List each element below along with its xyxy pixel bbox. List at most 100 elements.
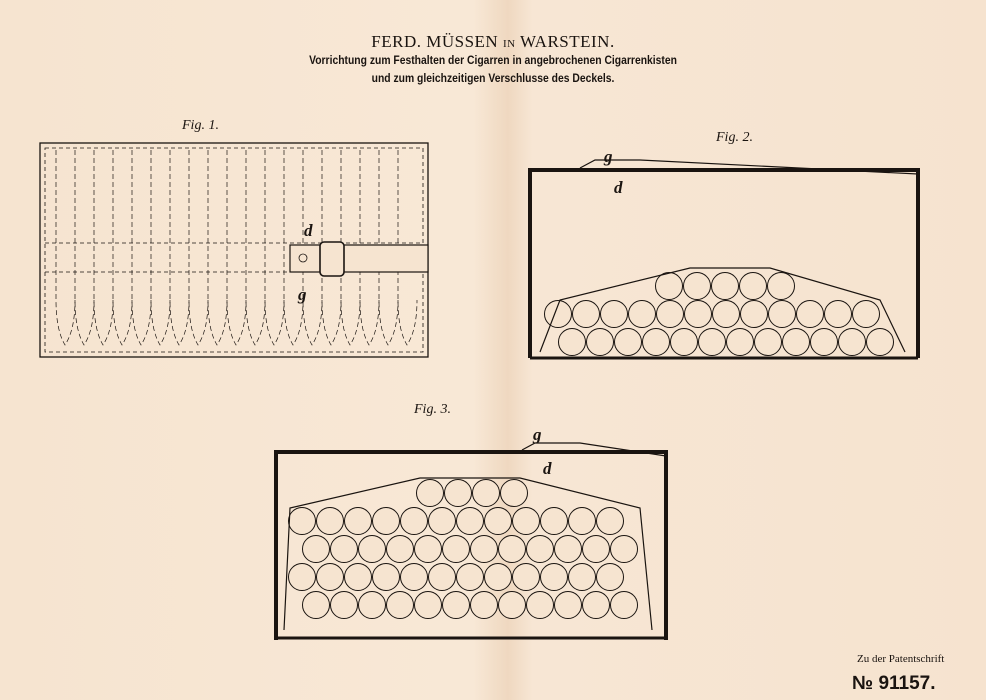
cigar	[540, 563, 568, 591]
cigar	[358, 591, 386, 619]
cigar-outline	[93, 150, 114, 346]
cigar-outline	[359, 150, 380, 346]
cigar	[600, 300, 628, 328]
cigar	[456, 507, 484, 535]
cigar-outline	[169, 150, 190, 346]
footer-note: Zu der Patentschrift	[857, 653, 945, 665]
cigar	[610, 535, 638, 563]
cigar	[582, 591, 610, 619]
cigar	[838, 328, 866, 356]
cigar	[526, 535, 554, 563]
cigar	[400, 507, 428, 535]
cigar-outline	[226, 150, 247, 346]
cigar	[683, 272, 711, 300]
cigar-outline	[207, 150, 228, 346]
cigar-outline	[150, 150, 171, 346]
cigar	[372, 563, 400, 591]
cigar	[386, 535, 414, 563]
cigar	[500, 479, 528, 507]
cigar	[526, 591, 554, 619]
cigar	[498, 535, 526, 563]
cigar	[414, 591, 442, 619]
cigar	[316, 507, 344, 535]
cigar	[670, 328, 698, 356]
cigar-outline	[283, 150, 304, 346]
cigar	[288, 507, 316, 535]
cigar	[344, 563, 372, 591]
cigar	[655, 272, 683, 300]
cigar	[358, 535, 386, 563]
cigar	[711, 272, 739, 300]
cigar	[698, 328, 726, 356]
cigar	[484, 507, 512, 535]
cigar	[400, 563, 428, 591]
cigar	[330, 535, 358, 563]
cigar-outline	[340, 150, 361, 346]
cigar	[572, 300, 600, 328]
label-g: g	[532, 425, 542, 444]
cigar	[740, 300, 768, 328]
subtitle-line-2: und zum gleichzeitigen Verschlusse des D…	[371, 73, 615, 85]
cigar-outline	[188, 150, 209, 346]
cigar	[428, 563, 456, 591]
cigar	[768, 300, 796, 328]
cigar-outline	[74, 150, 95, 346]
patent-holder-title: FERD. MÜSSEN IN WARSTEIN.	[371, 32, 615, 51]
cigar	[456, 563, 484, 591]
cigar	[684, 300, 712, 328]
cigar	[866, 328, 894, 356]
cigar	[444, 479, 472, 507]
cigar	[596, 563, 624, 591]
cigar	[386, 591, 414, 619]
cigar	[330, 591, 358, 619]
patent-number: № 91157.	[852, 673, 936, 694]
cigar	[442, 591, 470, 619]
cigar-outline	[131, 150, 152, 346]
label-d: d	[543, 459, 552, 478]
closing-strap	[289, 244, 429, 273]
fig1-drawing: d g	[39, 142, 429, 358]
cigar	[739, 272, 767, 300]
cigar	[852, 300, 880, 328]
clasp	[319, 241, 345, 277]
cigar-outline	[112, 150, 133, 346]
cigar	[428, 507, 456, 535]
subtitle-line-1: Vorrichtung zum Festhalten der Cigarren …	[309, 55, 677, 67]
cigar	[512, 563, 540, 591]
cigar	[442, 535, 470, 563]
cigar	[484, 563, 512, 591]
cigar	[472, 479, 500, 507]
label-d: d	[614, 178, 623, 197]
cigar	[416, 479, 444, 507]
cigar	[628, 300, 656, 328]
cigar	[782, 328, 810, 356]
cigar	[568, 563, 596, 591]
label-d: d	[304, 221, 313, 240]
label-g: g	[603, 147, 613, 166]
cigar	[824, 300, 852, 328]
cigar	[498, 591, 526, 619]
cigar	[512, 507, 540, 535]
label-g: g	[297, 285, 307, 304]
cigar	[288, 563, 316, 591]
cigar	[316, 563, 344, 591]
cigar	[302, 591, 330, 619]
cigar	[554, 535, 582, 563]
fig3-drawing: g d	[274, 425, 668, 640]
fig1-label: Fig. 1.	[182, 118, 219, 133]
cigar	[568, 507, 596, 535]
fig2-drawing: g d	[528, 147, 920, 360]
cigar	[656, 300, 684, 328]
fig2-label: Fig. 2.	[716, 130, 753, 145]
cigar	[586, 328, 614, 356]
cigar	[642, 328, 670, 356]
cigar-outline	[55, 150, 76, 346]
cigar-outline	[378, 150, 399, 346]
cigar	[767, 272, 795, 300]
cigar	[554, 591, 582, 619]
cigar	[540, 507, 568, 535]
cigar	[596, 507, 624, 535]
cigar	[582, 535, 610, 563]
cigar	[726, 328, 754, 356]
